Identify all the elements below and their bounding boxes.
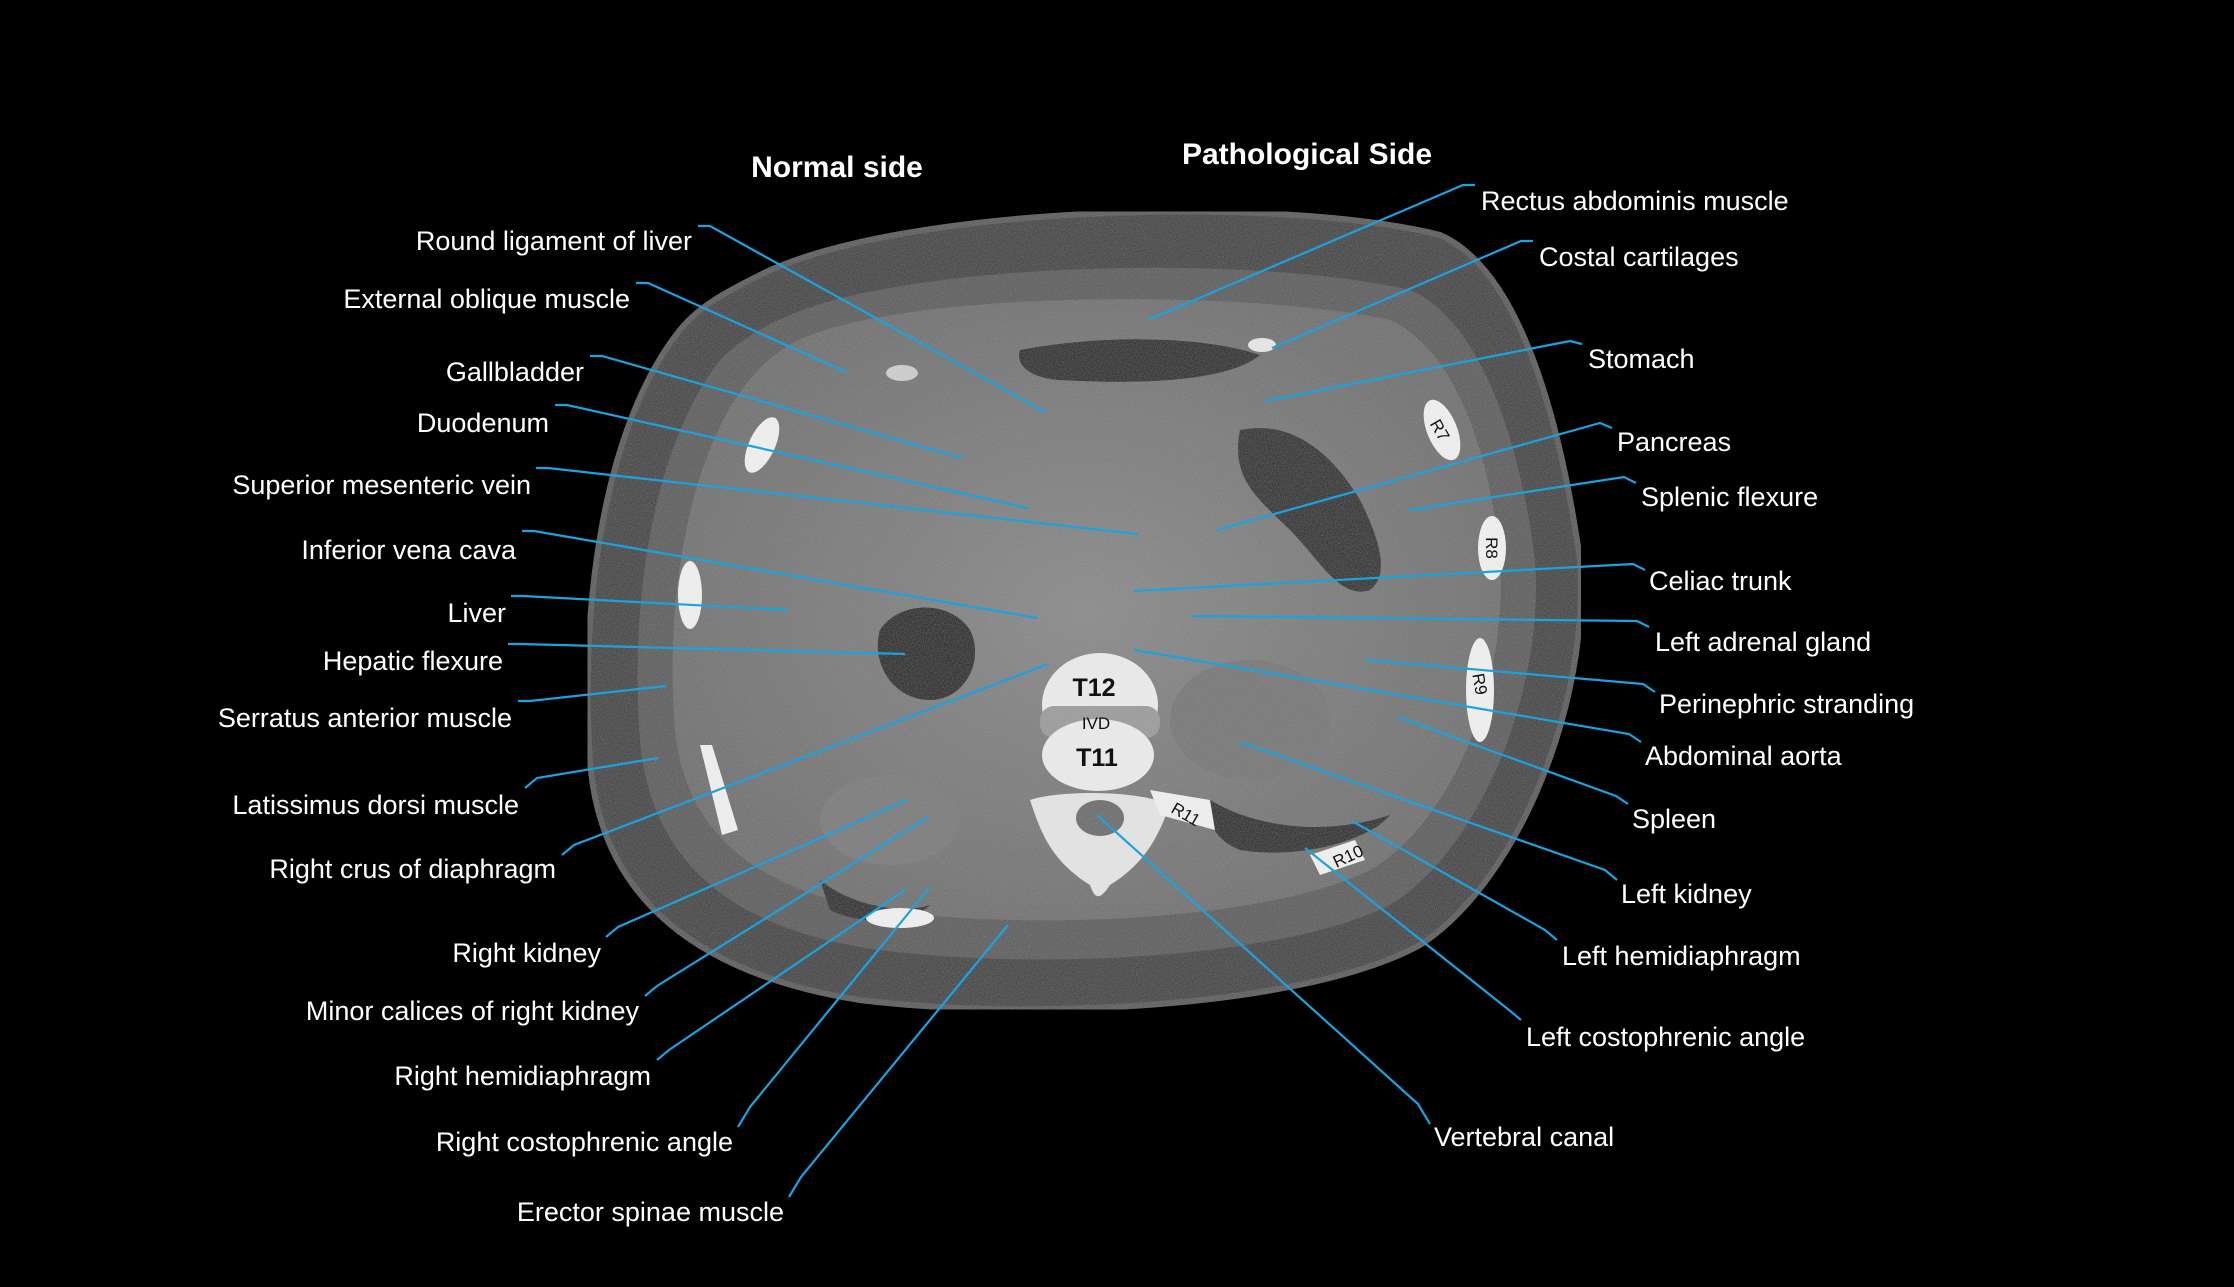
leader-stomach [1264,339,1583,403]
t11-label: T11 [1076,744,1118,772]
header-pathological-side: Pathological Side [1182,138,1432,171]
label-right-crus-of-diaphragm: Right crus of diaphragm [269,854,556,884]
leader-latissimus-dorsi [524,756,659,789]
leader-duodenum [555,403,1029,510]
ivd-label: IVD [1082,714,1110,733]
label-perinephric-stranding: Perinephric stranding [1659,689,1914,719]
label-right-kidney: Right kidney [452,938,601,968]
left-kidney-shape [1170,660,1330,780]
label-left-kidney: Left kidney [1621,879,1752,909]
leader-perinephric-stranding [1365,658,1656,693]
header-normal-side: Normal side [751,151,923,184]
label-vertebral-canal: Vertebral canal [1434,1122,1614,1152]
right-annotations: Rectus abdominis muscle Costal cartilage… [1096,183,1914,1152]
costal-cartilage [1248,338,1276,352]
posterior-fat [1208,800,1390,853]
label-serratus-anterior-muscle: Serratus anterior muscle [218,703,512,733]
label-gallbladder: Gallbladder [446,357,584,387]
leader-liver [511,594,789,612]
label-splenic-flexure: Splenic flexure [1641,482,1818,512]
leader-hepatic-flexure [508,642,906,656]
leader-vertebral-canal [1096,814,1431,1125]
leader-external-oblique [636,281,847,374]
label-left-adrenal-gland: Left adrenal gland [1655,627,1871,657]
rib-r8 [1478,516,1506,580]
colon-gas-left [1238,428,1381,592]
label-stomach: Stomach [1588,344,1695,374]
rib-r7 [1423,399,1461,461]
label-right-hemidiaphragm: Right hemidiaphragm [394,1061,651,1091]
vertebral-body-lower [1042,719,1154,791]
label-left-hemidiaphragm: Left hemidiaphragm [1562,941,1801,971]
leader-left-adrenal [1191,614,1650,628]
label-duodenum: Duodenum [417,408,549,438]
costal-cartilage-right [886,365,918,381]
leader-superior-mesenteric-vein [536,466,1139,536]
leader-right-kidney [605,798,908,938]
leader-left-kidney [1239,740,1618,881]
label-superior-mesenteric-vein: Superior mesenteric vein [232,470,531,500]
label-spleen: Spleen [1632,804,1716,834]
rib-right-1 [744,417,780,473]
rib-right-4 [866,908,934,928]
label-celiac-trunk: Celiac trunk [1649,566,1792,596]
leader-pancreas [1216,421,1613,532]
label-right-costophrenic-angle: Right costophrenic angle [436,1127,733,1157]
leader-celiac-trunk [1133,562,1646,593]
rib-r9 [1466,638,1494,742]
leader-minor-calices [644,816,929,997]
hepatic-flexure-gas [877,607,976,700]
rib-r11 [1150,790,1215,830]
right-kidney-shape [820,775,960,865]
t12-label: T12 [1072,674,1115,702]
leader-rectus-abdominis [1147,183,1475,322]
leader-erector-spinae [788,924,1009,1198]
leader-right-hemidiaphragm [656,889,906,1061]
leader-serratus-anterior [518,684,667,703]
label-inferior-vena-cava: Inferior vena cava [301,535,517,565]
stomach-gas [1019,339,1260,382]
ct-image [584,208,1584,1013]
left-annotations: Round ligament of liver External oblique… [218,224,1139,1227]
rib-label-r9: R9 [1468,672,1490,697]
label-rectus-abdominis-muscle: Rectus abdominis muscle [1481,186,1789,216]
rib-right-2 [678,561,702,629]
leader-abdominal-aorta [1133,648,1642,743]
label-costal-cartilages: Costal cartilages [1539,242,1739,272]
leader-left-hemidiaphragm [1351,820,1558,941]
leader-right-crus [561,662,1049,856]
label-external-oblique-muscle: External oblique muscle [343,284,630,314]
leader-spleen [1397,715,1629,805]
leader-right-costophrenic [737,887,930,1128]
leader-costal-cartilages [1271,239,1533,350]
leader-gallbladder [590,354,963,460]
label-left-costophrenic-angle: Left costophrenic angle [1526,1022,1805,1052]
posterior-elements [1030,793,1170,897]
leader-left-costophrenic [1304,847,1522,1021]
label-abdominal-aorta: Abdominal aorta [1645,741,1843,771]
leader-round-ligament [698,224,1046,413]
leader-inferior-vena-cava [522,529,1038,620]
label-pancreas: Pancreas [1617,427,1731,457]
rib-r10 [1310,840,1365,875]
rib-label-r8: R8 [1482,537,1501,559]
label-latissimus-dorsi-muscle: Latissimus dorsi muscle [232,790,519,820]
label-round-ligament-of-liver: Round ligament of liver [416,226,692,256]
label-hepatic-flexure: Hepatic flexure [323,646,503,676]
label-erector-spinae-muscle: Erector spinae muscle [517,1197,784,1227]
leader-splenic-flexure [1408,475,1637,512]
label-minor-calices-of-right-kidney: Minor calices of right kidney [306,996,640,1026]
label-liver: Liver [447,598,506,628]
